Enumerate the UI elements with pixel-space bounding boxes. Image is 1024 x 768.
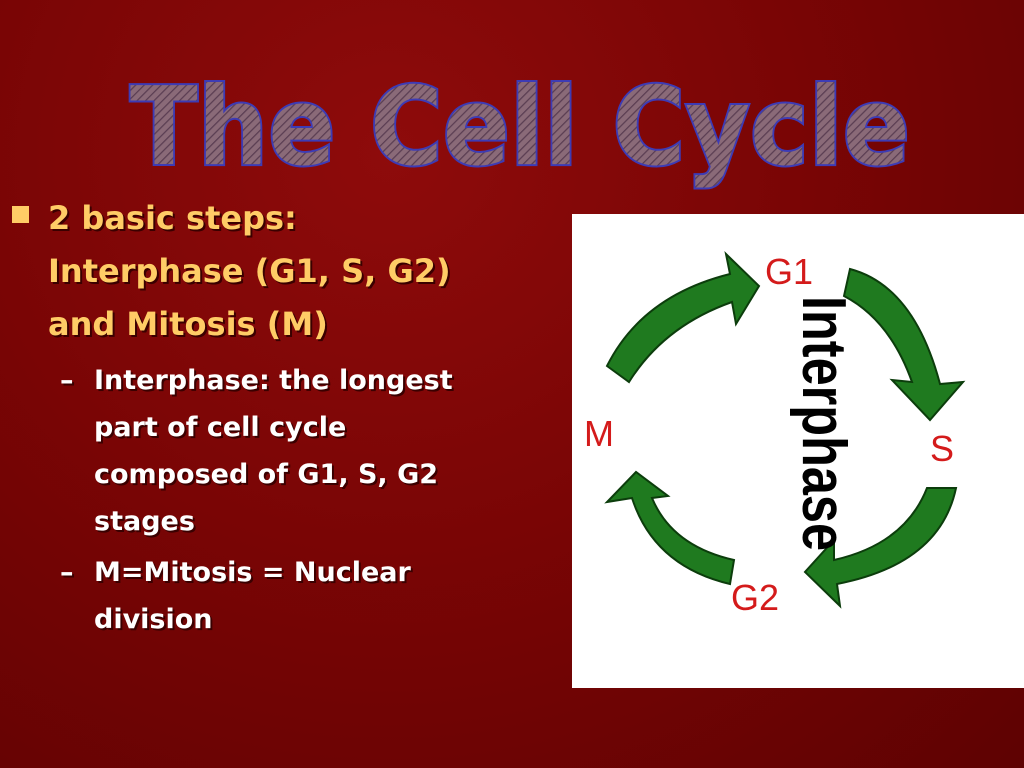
sub-bullet-line: composed of G1, S, G2 [94,459,439,490]
sub-bullet-line: division [94,604,213,635]
label-s: S [930,428,954,469]
sub-bullet-line: stages [94,506,195,537]
title-text: The Cell Cycle [130,65,910,190]
label-interphase: Interphase [789,296,858,551]
bullet-content: 2 basic steps: Interphase (G1, S, G2) an… [12,192,572,647]
bullet-main-line: Interphase (G1, S, G2) [48,252,451,290]
bullet-main-line: and Mitosis (M) [48,305,328,343]
arrow-g1-to-s [842,267,966,422]
sub-bullet-mitosis: – M=Mitosis = Nuclear division [60,549,572,643]
arrow-s-to-g2 [803,487,958,609]
slide-title: The Cell Cycle [128,63,912,192]
bullet-main-line: 2 basic steps: [48,199,297,237]
sub-bullet-line: M=Mitosis = Nuclear [94,557,411,588]
bullet-main: 2 basic steps: Interphase (G1, S, G2) an… [12,192,572,351]
label-g2: G2 [731,577,779,618]
dash-marker: – [60,365,74,396]
sub-bullet-interphase: – Interphase: the longest part of cell c… [60,357,572,545]
dash-marker: – [60,557,74,588]
bullet-main-text: 2 basic steps: Interphase (G1, S, G2) an… [48,192,451,351]
cell-cycle-svg: G1 S G2 M Interphase [584,251,966,618]
arrow-g2-to-m [604,470,736,586]
sub-bullet-line: Interphase: the longest [94,365,453,396]
sub-bullet-text: Interphase: the longest part of cell cyc… [94,357,453,545]
sub-bullet-list: – Interphase: the longest part of cell c… [60,357,572,643]
bullet-square-icon [12,206,29,223]
label-g1: G1 [765,251,813,292]
sub-bullet-text: M=Mitosis = Nuclear division [94,549,411,643]
arrow-m-to-g1 [605,251,761,384]
sub-bullet-line: part of cell cycle [94,412,347,443]
label-m: M [584,413,614,454]
cell-cycle-diagram: G1 S G2 M Interphase [572,214,1024,688]
